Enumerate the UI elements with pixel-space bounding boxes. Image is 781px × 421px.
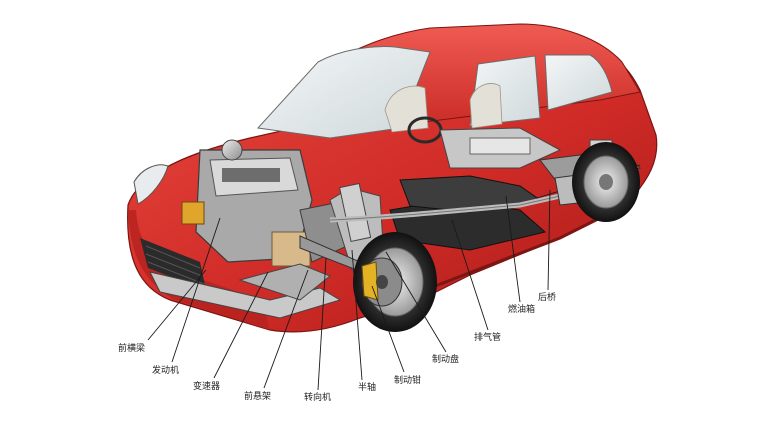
label-brake-caliper: 制动钳: [394, 374, 421, 386]
label-half-shaft: 半轴: [358, 381, 376, 393]
underbody-components: [329, 127, 562, 251]
front-grille: [140, 238, 206, 290]
front-subframe: [149, 182, 385, 319]
label-front-crossmember: 前横梁: [118, 342, 145, 354]
callout-leaders: [147, 189, 551, 391]
label-exhaust-pipe: 排气管: [474, 331, 501, 343]
label-rear-axle: 后桥: [538, 291, 556, 303]
label-front-suspension: 前悬架: [244, 390, 271, 402]
callout-labels: 前横梁 发动机 变速器 前悬架 转向机 半轴 制动钳 制动盘 排气管 燃油箱 后…: [118, 291, 556, 403]
label-steering-gear: 转向机: [304, 391, 331, 403]
label-brake-disc: 制动盘: [432, 353, 459, 365]
front-wheel: [353, 232, 437, 332]
rear-wheel: [572, 142, 640, 222]
label-fuel-tank: 燃油箱: [508, 303, 535, 315]
label-engine: 发动机: [152, 364, 179, 376]
brake-caliper-shape: [361, 261, 379, 301]
label-transmission: 变速器: [193, 380, 220, 392]
headlight: [133, 164, 169, 205]
windows: [256, 46, 613, 144]
